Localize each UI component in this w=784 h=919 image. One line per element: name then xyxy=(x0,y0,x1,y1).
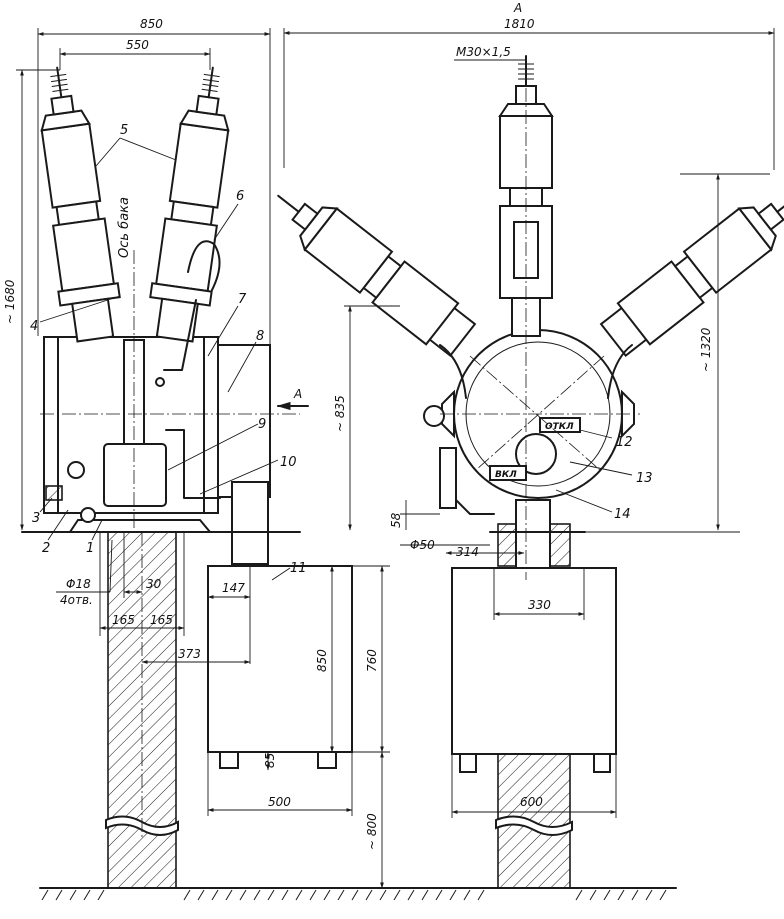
vkl-text: ВКЛ xyxy=(495,470,517,480)
label-1: 1 xyxy=(86,541,94,556)
dim-850-side: 850 xyxy=(315,649,329,672)
right-base-post xyxy=(515,499,551,569)
dim-600: 600 xyxy=(520,795,543,809)
left-view xyxy=(21,66,353,889)
dim-147: 147 xyxy=(222,581,245,595)
left-drive-linkage xyxy=(165,429,221,499)
dim-phi18: Φ18 xyxy=(66,577,91,591)
dim-1320: ~ 1320 xyxy=(699,327,713,372)
dim-1810: 1810 xyxy=(504,17,535,31)
left-drain xyxy=(80,507,96,523)
dim-330: 330 xyxy=(528,598,551,612)
label-7: 7 xyxy=(238,292,247,307)
dim-835: ~ 835 xyxy=(333,395,347,432)
right-view xyxy=(277,55,784,889)
dim-A: A xyxy=(513,1,522,15)
right-cabinet-foot-a xyxy=(459,753,477,773)
dimension-texts: 850 550 ~ 1680 A 1810 M30×1,5 ~ 835 ~ 13… xyxy=(3,1,713,850)
part-labels: 5 6 7 8 4 9 10 1 2 3 11 12 13 14 xyxy=(30,123,653,576)
label-11: 11 xyxy=(290,561,307,576)
left-bushing-b xyxy=(149,66,230,343)
label-14: 14 xyxy=(614,507,631,522)
dimension-lines xyxy=(16,28,775,889)
dim-500: 500 xyxy=(268,795,291,809)
label-3: 3 xyxy=(32,511,40,526)
label-12: 12 xyxy=(616,435,633,450)
label-4: 4 xyxy=(30,319,38,334)
left-base-plate xyxy=(68,519,213,533)
otkl-text: ОТКЛ xyxy=(545,422,574,432)
annotations: Ось бака ОТКЛ ВКЛ xyxy=(117,197,574,480)
left-tank-foot xyxy=(45,485,63,501)
dim-m30: M30×1,5 xyxy=(456,45,511,59)
label-2: 2 xyxy=(42,541,50,556)
left-bushing-a xyxy=(40,66,121,343)
dim-314: 314 xyxy=(456,545,479,559)
left-tank-side-box xyxy=(217,344,271,498)
dim-373: 373 xyxy=(178,647,201,661)
label-8: 8 xyxy=(256,329,264,344)
view-arrow-A: A xyxy=(293,387,302,401)
otkl-plate xyxy=(539,417,581,433)
left-current-transformer xyxy=(187,240,221,291)
dim-550: 550 xyxy=(126,38,149,52)
right-pillar-break xyxy=(495,815,573,836)
dim-165-left: 165 xyxy=(112,613,135,627)
dim-4otv: 4отв. xyxy=(60,593,93,607)
label-5: 5 xyxy=(120,123,128,138)
dim-165-right: 165 xyxy=(150,613,173,627)
right-bushing-right xyxy=(599,194,784,358)
dim-1680: ~ 1680 xyxy=(3,279,17,324)
right-side-valve xyxy=(423,405,445,427)
left-pipe xyxy=(163,299,197,371)
dim-850-top: 850 xyxy=(140,17,163,31)
right-cabinet-foot-b xyxy=(593,753,611,773)
ground xyxy=(39,887,677,901)
label-6: 6 xyxy=(236,189,244,204)
left-cabinet-post-lower xyxy=(231,531,269,565)
dim-50: Φ50 xyxy=(410,538,435,552)
left-drive-box xyxy=(103,443,167,507)
left-valve xyxy=(67,461,85,479)
dim-85: 85 xyxy=(263,753,277,768)
right-drive-cabinet xyxy=(451,567,617,755)
left-cabinet-foot-b xyxy=(317,751,337,769)
right-side-rod xyxy=(439,447,457,509)
tank-axis-label: Ось бака xyxy=(117,197,132,258)
label-9: 9 xyxy=(258,417,266,432)
dim-760: 760 xyxy=(365,649,379,672)
left-cabinet-post-upper xyxy=(231,481,269,533)
dim-58: 58 xyxy=(389,512,403,528)
dim-30: 30 xyxy=(146,577,162,591)
dim-800: ~ 800 xyxy=(365,813,379,850)
label-13: 13 xyxy=(636,471,653,486)
label-10: 10 xyxy=(280,455,297,470)
left-tank-flange-left xyxy=(43,336,59,514)
left-cabinet-foot-a xyxy=(219,751,239,769)
right-bushing-left xyxy=(277,194,477,358)
